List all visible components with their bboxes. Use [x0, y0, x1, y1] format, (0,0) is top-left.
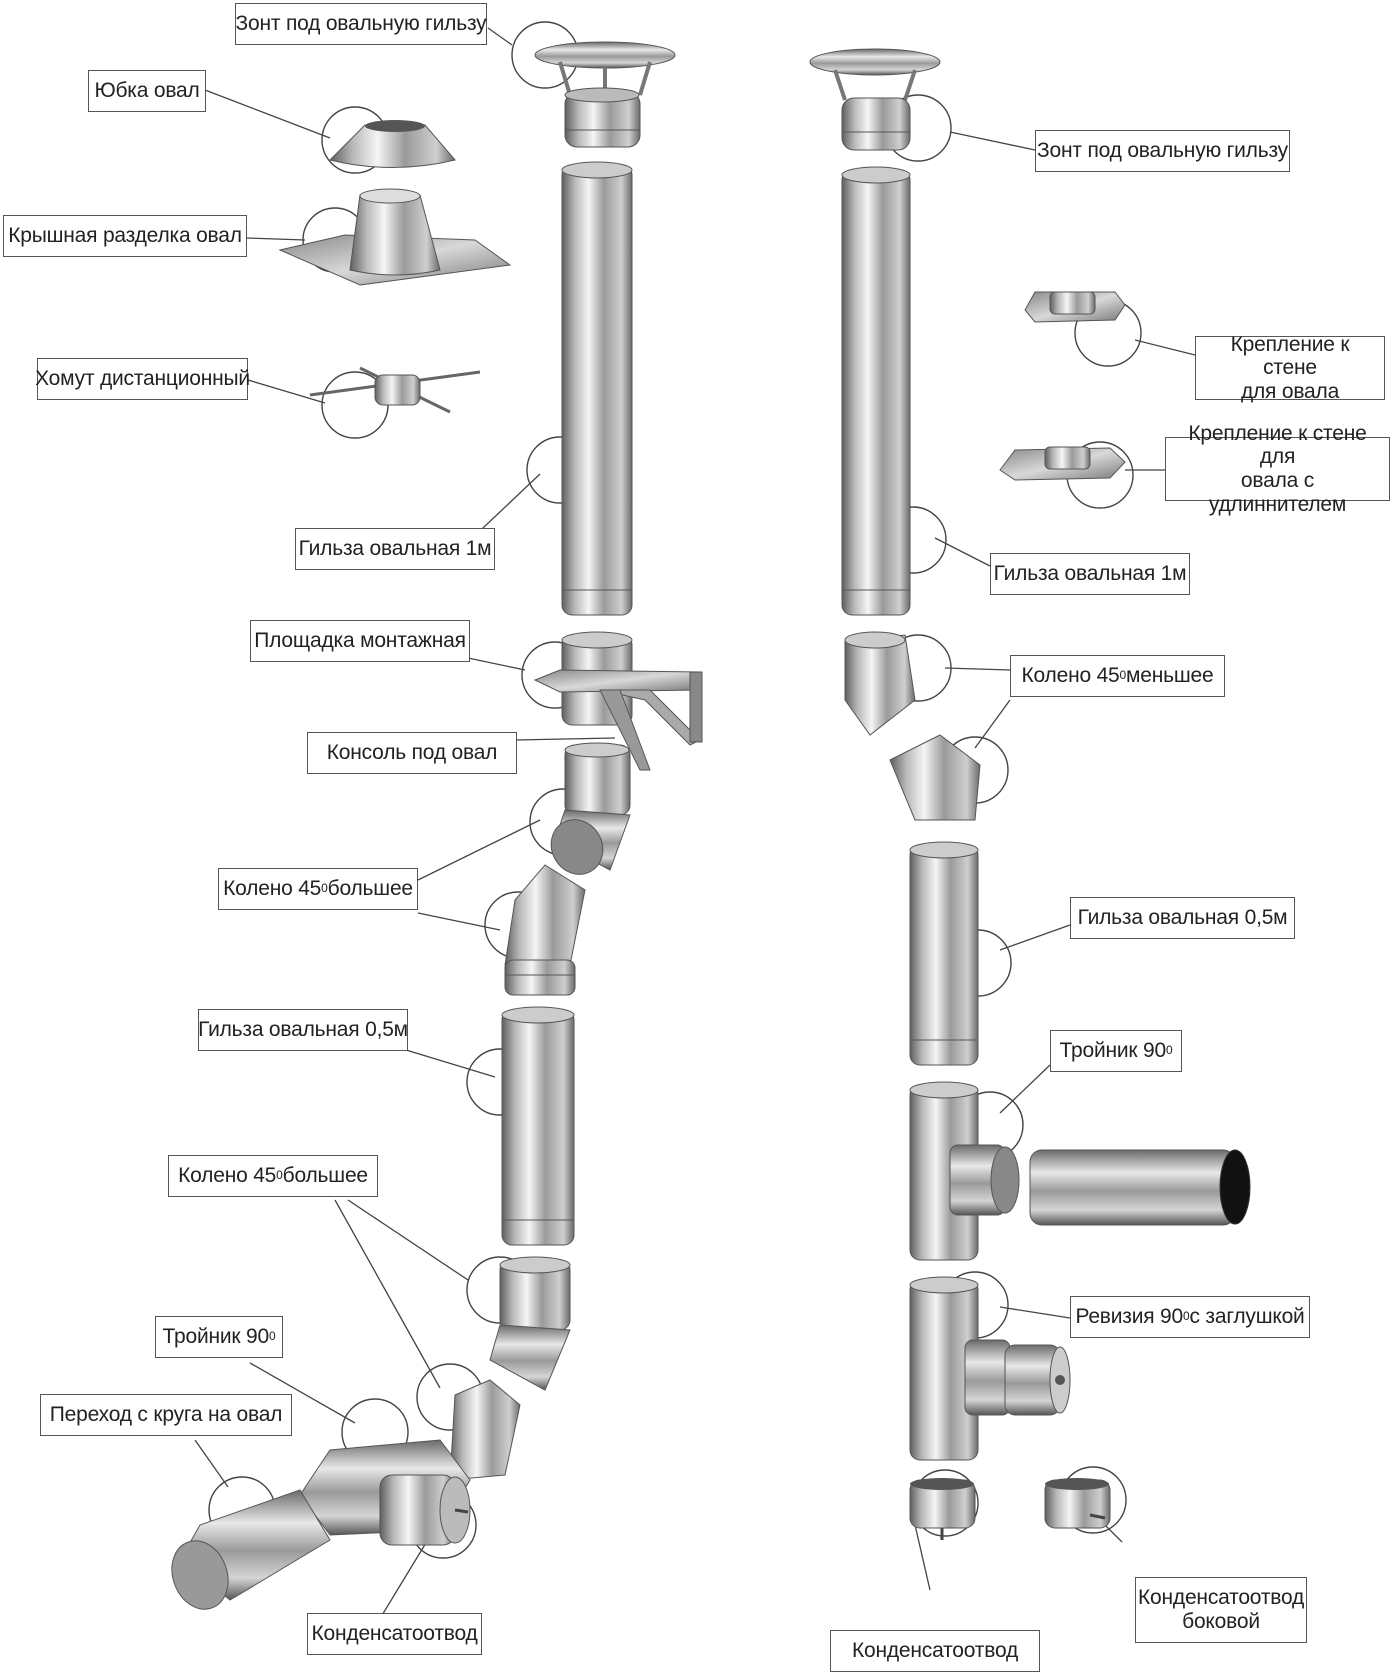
label-bracket2-line2: овала с удлиннителем	[1208, 469, 1347, 516]
label-condensate-right: Конденсатоотвод	[830, 1630, 1040, 1672]
leader-lines	[194, 27, 1196, 1636]
wall-bracket-1	[1024, 291, 1126, 323]
distance-clamp	[309, 366, 481, 414]
label-umbrella-cap-left: Зонт под овальную гильзу	[235, 3, 487, 45]
label-elbow-pre: Колено 45	[223, 877, 322, 901]
revision-90	[909, 1276, 1071, 1461]
label-elbow-post: большее	[327, 877, 413, 901]
label-tee-right-sup: 0	[1165, 1043, 1173, 1058]
label-bracket2-line1: Крепление к стене для	[1188, 421, 1367, 469]
label-elbow2-post: большее	[282, 1164, 368, 1188]
label-revision-pre: Ревизия 90	[1075, 1305, 1184, 1329]
condensate-right	[909, 1478, 976, 1540]
tee-90-right	[909, 1081, 1251, 1261]
oval-pipe-05-left	[501, 1006, 575, 1246]
label-roof-flashing: Крышная разделка овал	[3, 215, 247, 257]
roof-flashing-oval	[278, 188, 512, 286]
label-condensate-side-line1: Конденсатоотвод	[1137, 1586, 1305, 1610]
elbow-45-bigger-1	[550, 742, 631, 875]
elbow-45-smaller	[844, 631, 981, 821]
label-revision-sup: 0	[1183, 1309, 1190, 1324]
umbrella-cap-left	[534, 41, 676, 148]
label-elbow-small-pre: Колено 45	[1021, 664, 1120, 688]
oval-pipe-05-right	[909, 841, 979, 1066]
oval-pipe-1m-left	[561, 161, 633, 616]
label-elbow2-sup: 0	[276, 1168, 283, 1183]
elbow-45-bigger-2	[504, 864, 586, 996]
umbrella-cap-right	[809, 48, 941, 151]
label-tee-right-pre: Тройник 90	[1059, 1039, 1167, 1063]
label-wall-bracket-2: Крепление к стене для овала с удлиннител…	[1165, 422, 1390, 516]
label-wall-bracket-1: Крепление к стене для овала	[1195, 332, 1385, 403]
label-round-to-oval-transition: Переход с круга на овал	[40, 1394, 292, 1436]
label-elbow2-pre: Колено 45	[178, 1164, 277, 1188]
elbow-45-bigger-3	[489, 1256, 571, 1391]
label-oval-pipe-05-right: Гильза овальная 0,5м	[1070, 897, 1295, 939]
oval-pipe-1m-right	[841, 166, 911, 616]
condensate-side	[1044, 1478, 1111, 1529]
skirt-oval	[329, 120, 456, 168]
label-condensate-side-line2: боковой	[1182, 1610, 1260, 1633]
label-bracket1-line2: для овала	[1240, 379, 1340, 403]
label-oval-pipe-1m-left: Гильза овальная 1м	[295, 528, 495, 570]
label-tee-left-pre: Тройник 90	[162, 1325, 270, 1349]
label-condensate-left: Конденсатоотвод	[307, 1613, 482, 1655]
label-oval-pipe-1m-right: Гильза овальная 1м	[990, 553, 1190, 595]
label-mounting-platform: Площадка монтажная	[250, 620, 470, 662]
label-distance-clamp: Хомут дистанционный	[35, 358, 250, 400]
label-umbrella-cap-right: Зонт под овальную гильзу	[1035, 130, 1290, 172]
mounting-platform	[533, 631, 703, 771]
label-elbow-small-post: меньшее	[1126, 664, 1214, 688]
label-bracket1-line1: Крепление к стене	[1230, 332, 1350, 380]
bottom-assembly-left	[171, 1379, 521, 1610]
label-console: Консоль под овал	[307, 732, 517, 774]
label-condensate-side: Конденсатоотвод боковой	[1135, 1577, 1307, 1643]
label-revision-post: с заглушкой	[1189, 1305, 1305, 1329]
label-skirt-oval: Юбка овал	[88, 70, 206, 112]
label-elbow-sup: 0	[321, 881, 328, 896]
label-elbow-small-sup: 0	[1119, 668, 1127, 683]
label-oval-pipe-05-left: Гильза овальная 0,5м	[198, 1009, 408, 1051]
wall-bracket-2	[999, 446, 1126, 481]
label-tee-left-sup: 0	[268, 1329, 276, 1344]
